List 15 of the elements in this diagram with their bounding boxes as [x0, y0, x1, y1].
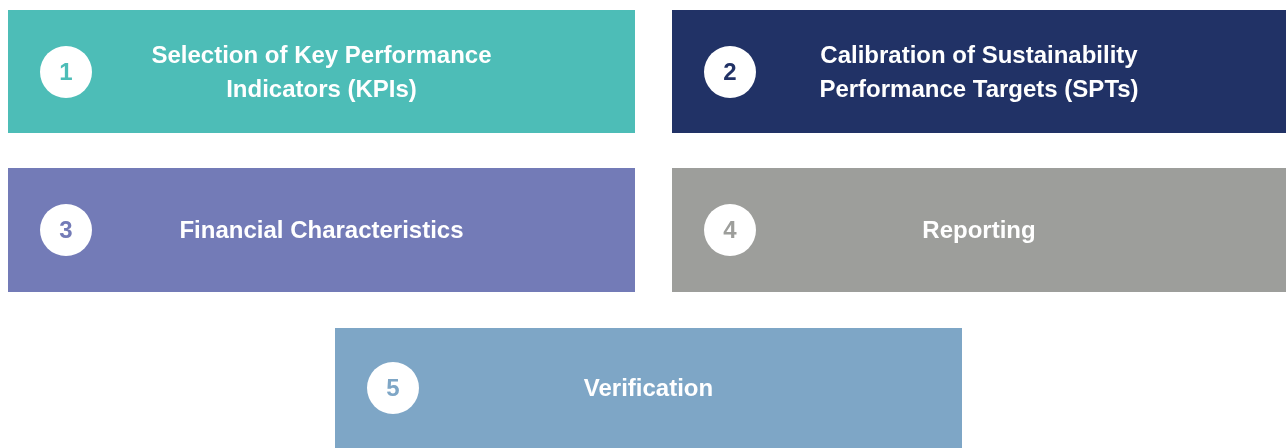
step-title: Reporting [922, 215, 1036, 246]
step-box [672, 10, 1286, 133]
step-title: Selection of Key Performance Indicators (KPIs) [150, 39, 493, 104]
step-number: 4 [704, 204, 756, 256]
step-box [8, 10, 635, 133]
step-title: Verification [583, 373, 714, 404]
step-box [335, 328, 962, 448]
step-title: Financial Characteristics [179, 215, 464, 246]
step-number: 3 [40, 204, 92, 256]
step-box [8, 168, 635, 292]
step-title: Calibration of Sustainability Performance Targets (SPTs) [818, 39, 1140, 104]
step-number: 1 [40, 45, 92, 98]
step-number: 2 [704, 45, 756, 98]
step-number: 5 [367, 362, 419, 414]
step-box [672, 168, 1286, 292]
